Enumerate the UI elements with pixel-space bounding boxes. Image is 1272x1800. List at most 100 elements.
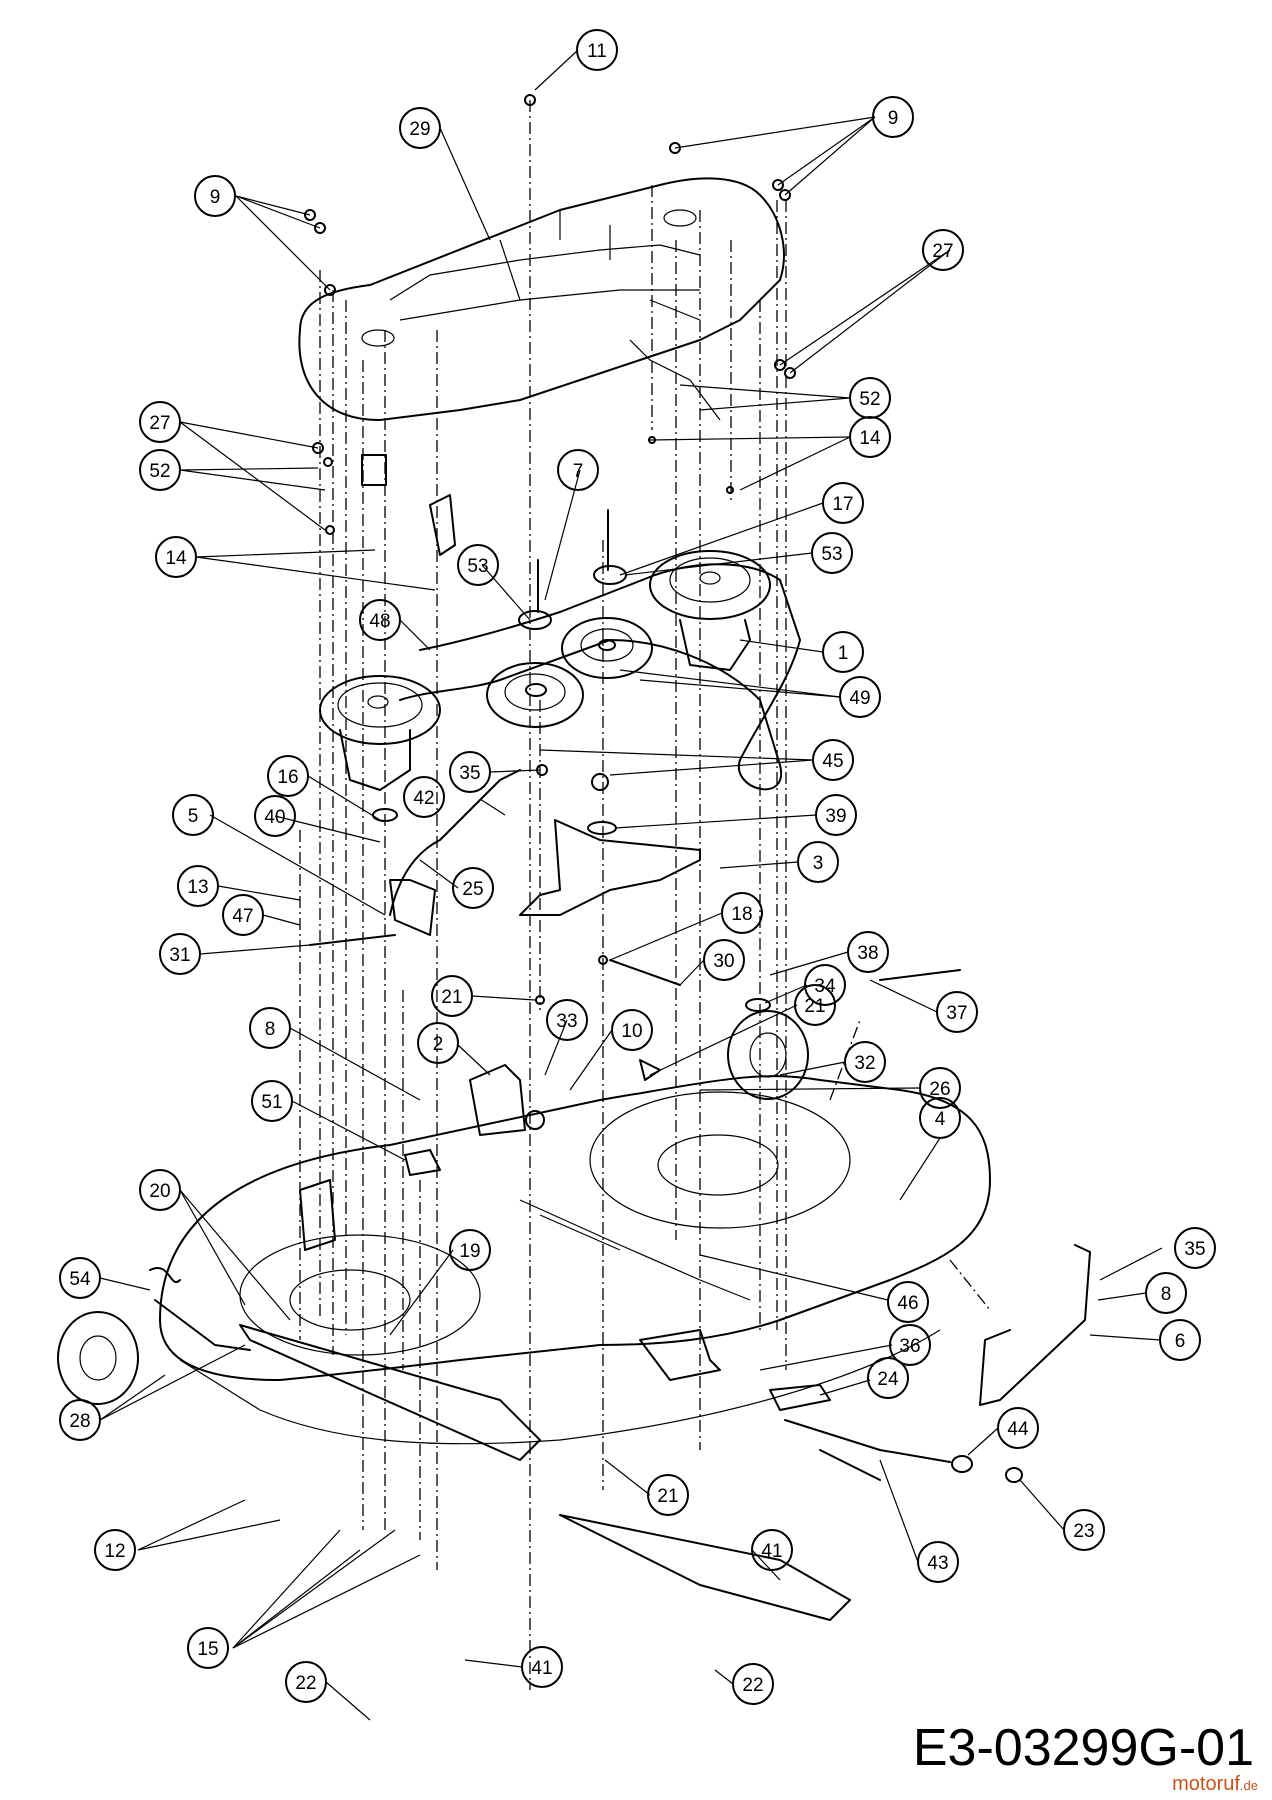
callout-circle — [267, 755, 309, 797]
callout-label: 11 — [587, 41, 607, 62]
callout-label: 5 — [188, 806, 199, 827]
callout-label: 35 — [459, 763, 480, 784]
callout-label: 18 — [731, 904, 752, 925]
mower-deck — [154, 1075, 991, 1445]
callout-circle — [703, 939, 745, 981]
callout-label: 17 — [832, 494, 853, 515]
callout-label: 35 — [1184, 1239, 1205, 1260]
callout-label: 6 — [1175, 1331, 1186, 1352]
callout-circle — [94, 1529, 136, 1571]
callout-circle — [811, 532, 853, 574]
callout-label: 34 — [814, 976, 836, 997]
callout-label: 37 — [946, 1003, 967, 1024]
callout-circle — [812, 739, 854, 781]
callout-label: 33 — [556, 1011, 577, 1032]
callout-circle — [804, 964, 846, 1006]
callout-label: 7 — [573, 461, 584, 482]
callout-label: 29 — [409, 119, 430, 140]
callout-circle — [59, 1399, 101, 1441]
callout-label: 14 — [859, 428, 881, 449]
callout-label: 20 — [149, 1181, 170, 1202]
callout-label: 8 — [1161, 1284, 1172, 1305]
callout-label: 9 — [888, 108, 899, 129]
watermark: motoruf.de — [1172, 1773, 1258, 1796]
callout-circle — [872, 96, 914, 138]
callout-label: 54 — [69, 1269, 91, 1290]
callout-circle — [794, 984, 836, 1026]
callout-label: 30 — [713, 951, 734, 972]
callout-label: 49 — [849, 688, 870, 709]
callout-circle — [399, 107, 441, 149]
callout-circle — [919, 1097, 961, 1139]
callout-circle — [732, 1663, 774, 1705]
callout-label: 27 — [149, 413, 170, 434]
callout-circle — [431, 975, 473, 1017]
callout-label: 16 — [277, 767, 298, 788]
callout-label: 46 — [897, 1293, 918, 1314]
callout-label: 40 — [264, 807, 285, 828]
callout-circle — [139, 401, 181, 443]
idler-assembly — [309, 764, 701, 1176]
callout-circle — [249, 1007, 291, 1049]
wheels-and-blades — [57, 969, 1091, 1621]
callout-circle — [417, 1022, 459, 1064]
callout-circle — [822, 631, 864, 673]
callout-label: 21 — [657, 1486, 678, 1507]
callout-circle — [403, 776, 445, 818]
callout-circle — [1145, 1272, 1187, 1314]
callout-label: 22 — [742, 1675, 763, 1696]
callout-label: 52 — [859, 389, 880, 410]
callouts: 1 2 3 4 5 6 7 8 8 9 9 10 11 12 13 14 14 … — [59, 29, 1216, 1721]
callout-label: 21 — [804, 996, 825, 1017]
callout-label: 48 — [369, 611, 390, 632]
callout-label: 27 — [932, 241, 953, 262]
callout-label: 36 — [899, 1336, 920, 1357]
callout-circle — [721, 892, 763, 934]
belt-cover — [298, 177, 785, 421]
callout-circle — [919, 1067, 961, 1109]
callout-circle — [997, 1407, 1039, 1449]
callout-label: 2 — [433, 1034, 444, 1055]
callout-label: 21 — [441, 987, 462, 1008]
callout-circle — [867, 1357, 909, 1399]
callout-circle — [936, 991, 978, 1033]
callout-circle — [576, 29, 618, 71]
callout-circle — [159, 933, 201, 975]
callout-label: 28 — [69, 1411, 90, 1432]
callout-circle — [155, 536, 197, 578]
callout-label: 53 — [467, 556, 488, 577]
callout-circle — [611, 1009, 653, 1051]
watermark-name: motoruf — [1172, 1773, 1240, 1795]
callout-circle — [751, 1529, 793, 1571]
callout-label: 14 — [165, 548, 187, 569]
callout-circle — [521, 1646, 563, 1688]
callout-circle — [449, 1229, 491, 1271]
callout-circle — [889, 1324, 931, 1366]
callout-circle — [815, 794, 857, 836]
callout-circle — [557, 449, 599, 491]
callout-circle — [1174, 1227, 1216, 1269]
callout-circle — [187, 1627, 229, 1669]
watermark-tld: .de — [1239, 1778, 1258, 1793]
callout-label: 25 — [462, 879, 483, 900]
callout-circle — [849, 377, 891, 419]
callout-circle — [922, 229, 964, 271]
callout-label: 51 — [261, 1092, 282, 1113]
callout-circle — [1063, 1509, 1105, 1551]
drawing-code: E3-03299G-01 — [912, 1719, 1254, 1777]
callout-label: 12 — [104, 1541, 125, 1562]
callout-label: 47 — [232, 906, 253, 927]
callout-label: 15 — [197, 1639, 218, 1660]
callout-circle — [194, 175, 236, 217]
cover-hardware — [304, 94, 796, 556]
callout-label: 8 — [265, 1019, 276, 1040]
callout-circle — [59, 1257, 101, 1299]
callout-label: 42 — [413, 788, 434, 809]
callout-circle — [546, 999, 588, 1041]
callout-label: 10 — [621, 1021, 642, 1042]
callout-label: 43 — [927, 1553, 948, 1574]
callout-label: 13 — [187, 877, 208, 898]
callout-label: 31 — [169, 945, 190, 966]
callout-circle — [254, 795, 296, 837]
callout-circle — [139, 449, 181, 491]
